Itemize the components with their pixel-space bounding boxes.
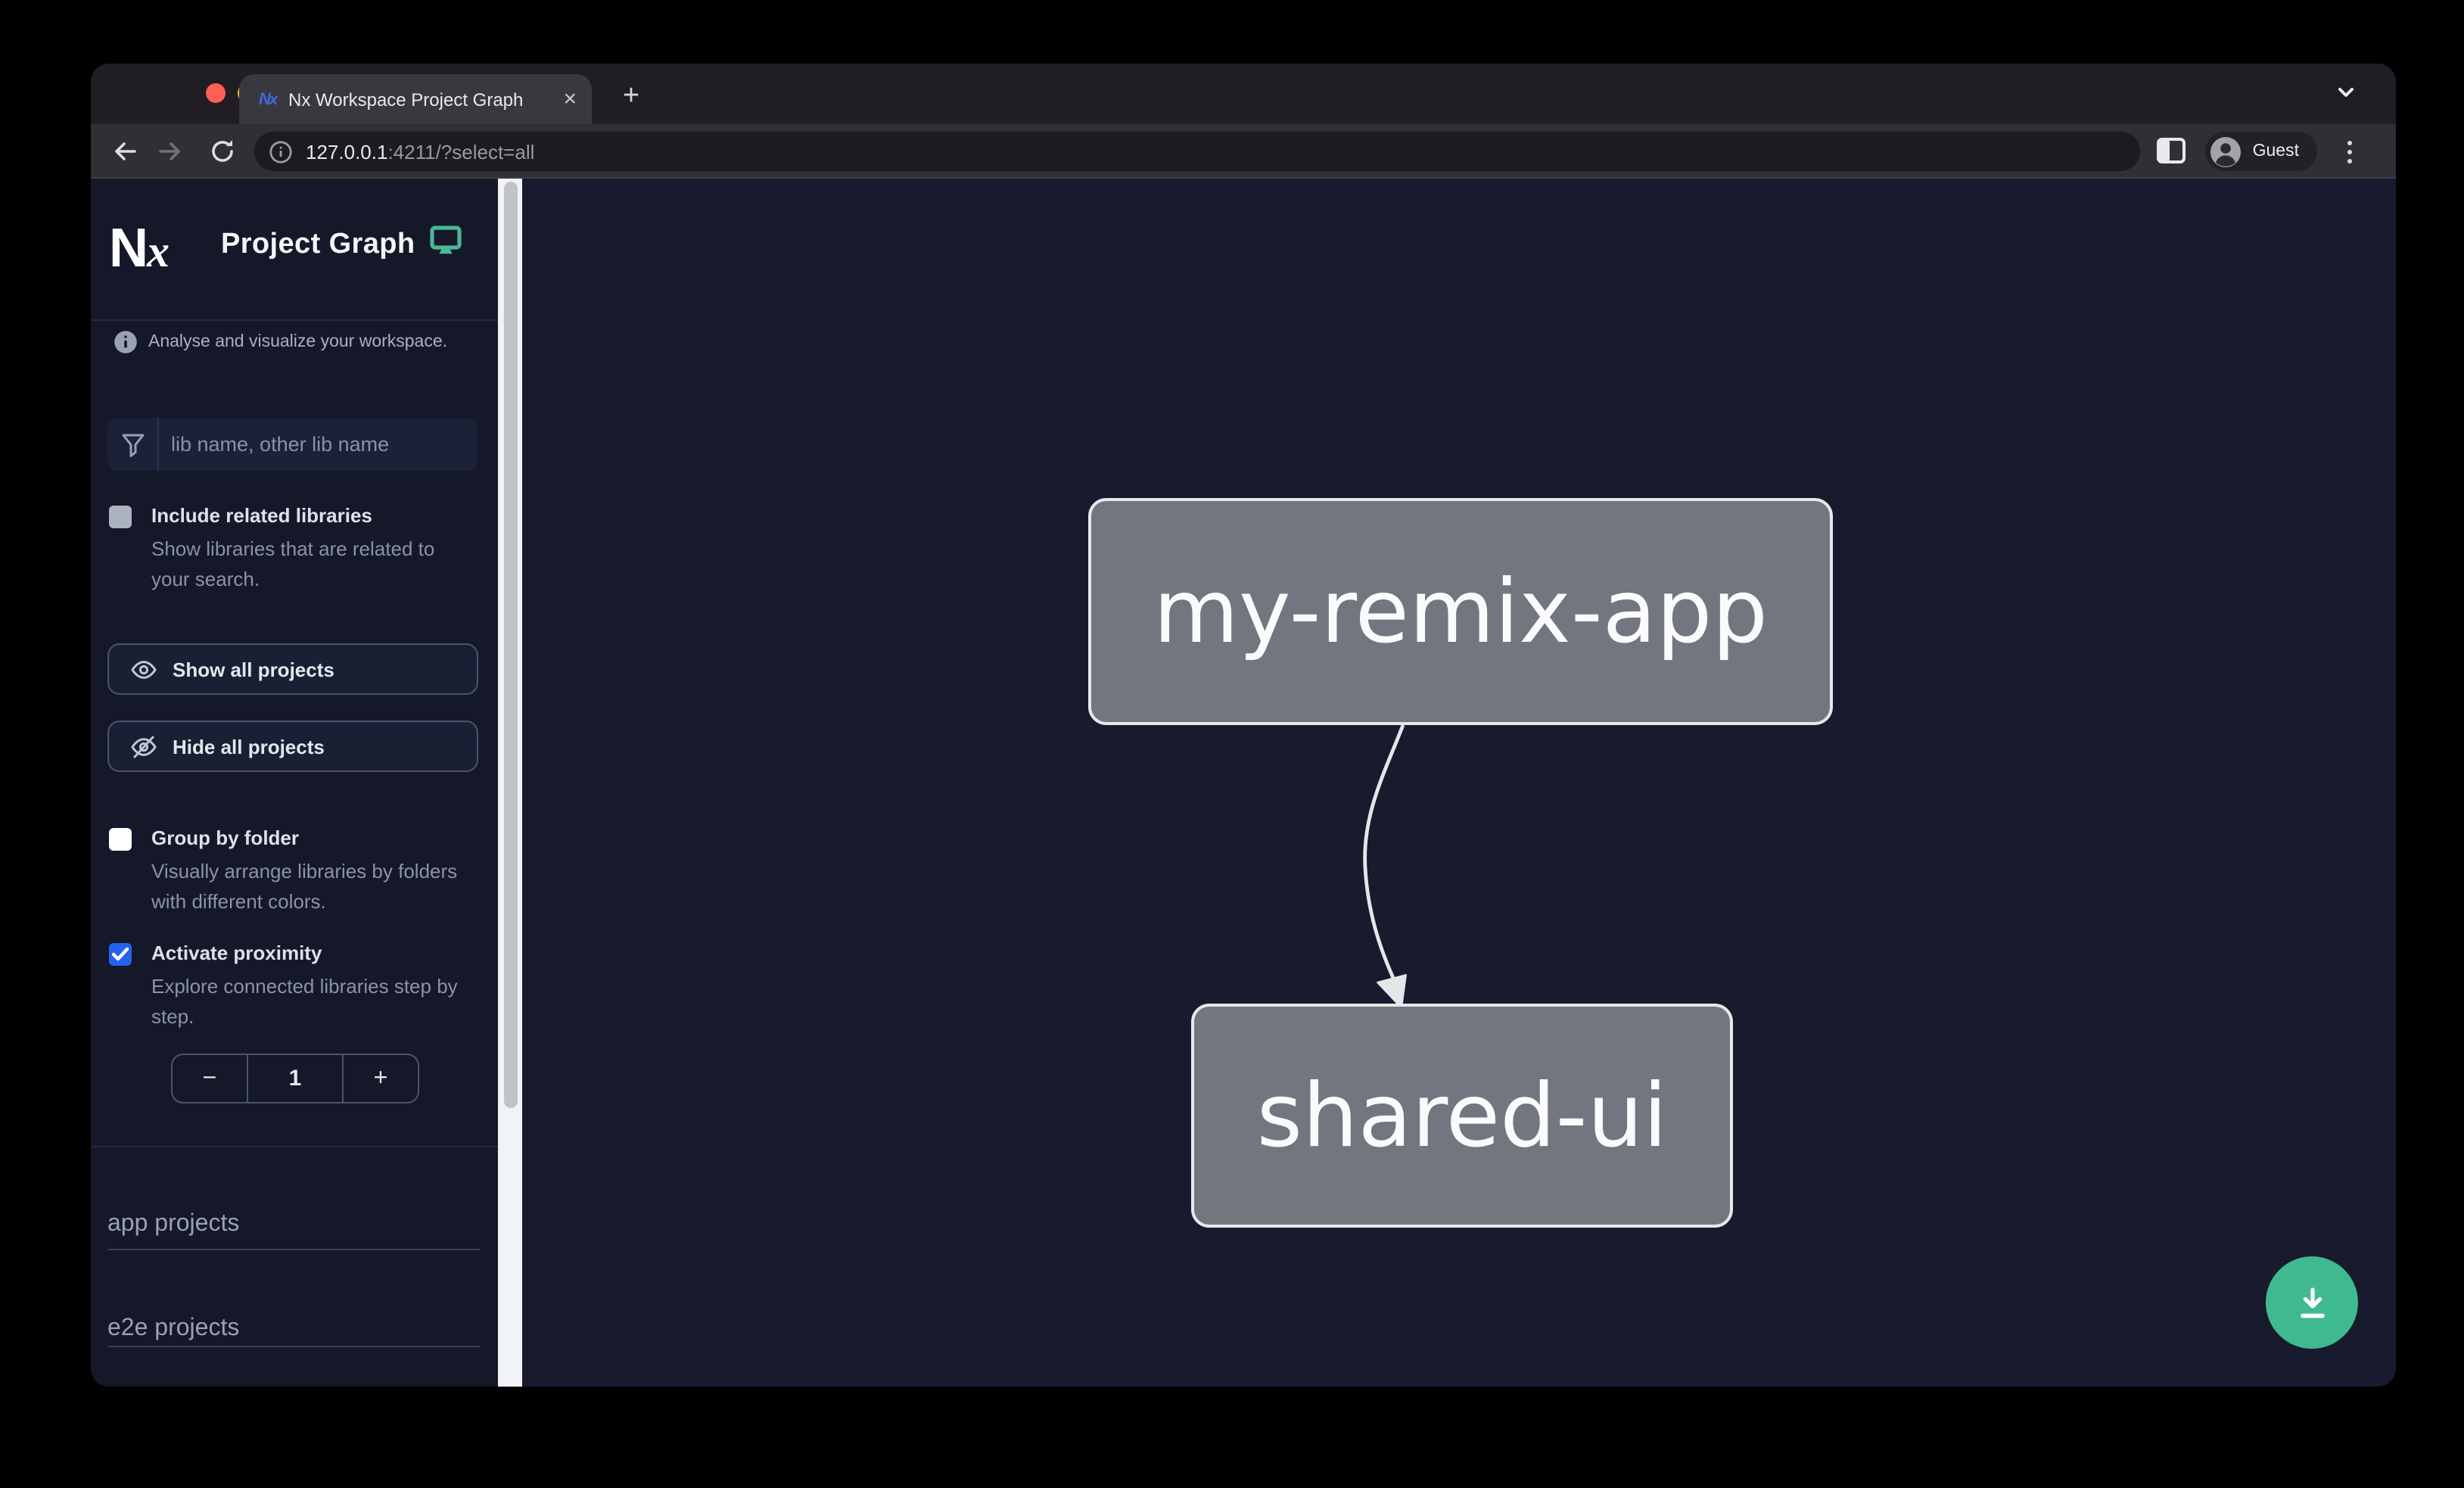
reload-button[interactable] (200, 128, 245, 173)
browser-tab[interactable]: Nx Nx Workspace Project Graph × (239, 74, 592, 124)
avatar-icon (2210, 136, 2242, 167)
new-tab-button[interactable]: + (622, 80, 640, 112)
proximity-decrement-button[interactable]: − (173, 1055, 248, 1102)
filter-field (107, 418, 478, 471)
tab-strip: Nx Nx Workspace Project Graph × + (91, 64, 2396, 124)
eye-icon (131, 660, 157, 678)
graph-node-my-remix-app[interactable]: my-remix-app (1088, 498, 1833, 725)
url-text: 127.0.0.1:4211/?select=all (306, 140, 534, 163)
section-app-projects[interactable]: app projects (107, 1202, 480, 1250)
group-by-folder-checkbox[interactable] (109, 828, 132, 851)
sidebar-scrollbar[interactable] (498, 179, 522, 1387)
search-tabs-chevron-icon[interactable] (2335, 82, 2357, 111)
address-bar[interactable]: 127.0.0.1:4211/?select=all (254, 132, 2140, 171)
include-related-description: Show libraries that are related to your … (151, 537, 435, 590)
nx-favicon-icon: Nx (259, 90, 278, 108)
filter-input[interactable] (159, 433, 478, 456)
project-graph-sidebar: N x Project Graph Analyse and visualize … (91, 179, 498, 1387)
group-by-folder-description: Visually arrange libraries by folders wi… (151, 860, 458, 912)
download-graph-button[interactable] (2266, 1256, 2358, 1349)
scrollbar-thumb[interactable] (503, 182, 517, 1108)
include-related-checkbox[interactable] (109, 506, 132, 528)
activate-proximity-description: Explore connected libraries step by step… (151, 975, 458, 1027)
browser-toolbar: 127.0.0.1:4211/?select=all Guest (91, 124, 2396, 179)
graph-node-shared-ui[interactable]: shared-ui (1191, 1004, 1733, 1228)
url-path: :4211/?select=all (387, 140, 535, 163)
proximity-value: 1 (288, 1066, 302, 1091)
svg-text:x: x (146, 226, 170, 275)
svg-text:N: N (109, 221, 148, 275)
divider (91, 319, 498, 321)
funnel-icon (107, 418, 159, 471)
close-window-button[interactable] (206, 83, 226, 103)
hide-all-projects-label: Hide all projects (173, 735, 325, 758)
group-by-folder-label: Group by folder (151, 826, 299, 849)
monitor-icon[interactable] (430, 226, 462, 265)
activate-proximity-checkbox[interactable] (109, 943, 132, 966)
page-title: Project Graph (221, 229, 415, 260)
profile-button[interactable]: Guest (2205, 132, 2317, 171)
activate-proximity-label: Activate proximity (151, 942, 322, 964)
browser-window: Nx Nx Workspace Project Graph × + 127. (91, 64, 2396, 1387)
section-e2e-projects[interactable]: e2e projects (107, 1296, 480, 1347)
info-icon (114, 330, 138, 362)
project-graph-canvas[interactable]: my-remix-app shared-ui (522, 179, 2396, 1387)
site-info-icon[interactable] (269, 140, 292, 163)
forward-button[interactable] (150, 128, 195, 173)
hide-all-projects-button[interactable]: Hide all projects (107, 721, 478, 772)
tab-close-icon[interactable]: × (563, 86, 577, 112)
side-panel-icon[interactable] (2157, 138, 2186, 171)
download-icon (2300, 1287, 2324, 1318)
browser-menu-icon[interactable] (2338, 135, 2360, 168)
tab-title: Nx Workspace Project Graph (288, 89, 524, 110)
checkmark-icon (112, 948, 129, 961)
profile-label: Guest (2252, 142, 2299, 160)
url-host: 127.0.0.1 (306, 140, 388, 163)
show-all-projects-button[interactable]: Show all projects (107, 643, 478, 695)
include-related-label: Include related libraries (151, 504, 372, 527)
back-button[interactable] (100, 128, 145, 173)
dependency-edge (1363, 724, 1407, 1009)
divider (91, 1146, 498, 1147)
nx-logo-icon: N x (109, 218, 185, 283)
sidebar-tagline: Analyse and visualize your workspace. (148, 333, 448, 351)
proximity-stepper: − 1 + (171, 1054, 419, 1104)
show-all-projects-label: Show all projects (173, 658, 334, 680)
eye-off-icon (131, 735, 157, 758)
proximity-increment-button[interactable]: + (342, 1055, 418, 1102)
